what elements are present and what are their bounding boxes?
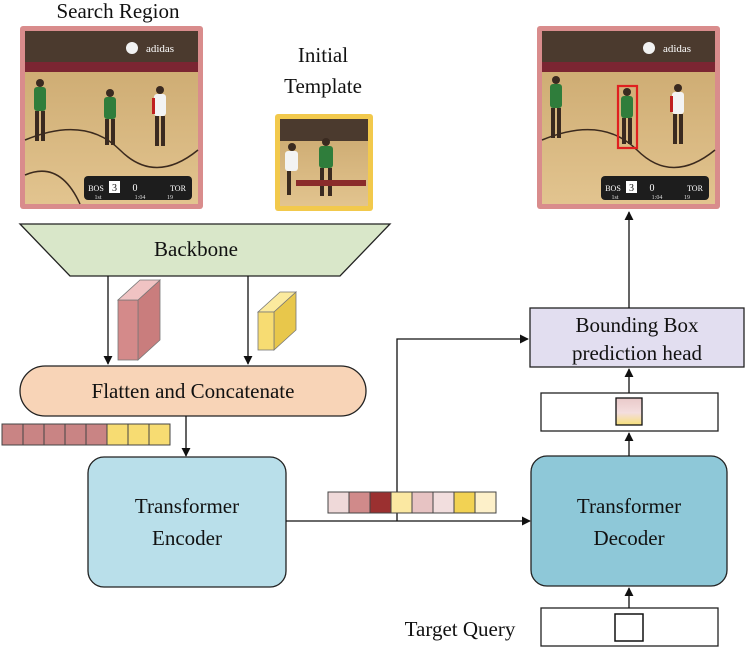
target-query-token (614, 613, 644, 642)
template-feature-cuboid (256, 291, 298, 351)
scoreboard-clock: 1:04 (135, 195, 146, 201)
decoder-label-line1: Transformer (577, 494, 681, 518)
result-scoreboard-sub: 1st (611, 195, 618, 201)
player-green-1 (34, 79, 46, 141)
result-scoreboard-score-b: 0 (650, 183, 655, 194)
template-player-white (285, 143, 298, 195)
encoder-output-token-4 (390, 491, 413, 514)
flatten-label: Flatten and Concatenate (92, 379, 295, 403)
star-logo-icon (126, 42, 138, 54)
result-scoreboard: BOS 3 0 TOR 1st 1:04 19 (601, 176, 709, 201)
backbone-block (18, 223, 392, 277)
concat-token-1 (1, 423, 24, 446)
flatten-concatenate-block (19, 365, 367, 417)
concat-token-2 (22, 423, 45, 446)
bbox-label-line1: Bounding Box (575, 313, 699, 337)
encoder-output-token-1 (327, 491, 350, 514)
target-query-label: Target Query (405, 617, 516, 641)
bbox-prediction-head-block (529, 307, 745, 368)
concat-token-6 (106, 423, 129, 446)
search-feature-cuboid (116, 279, 162, 361)
banner-text: adidas (146, 43, 174, 55)
scoreboard-score-a: 3 (112, 183, 117, 194)
template-crowd (280, 119, 368, 141)
decoder-output-token (615, 397, 643, 426)
concat-token-strip (1, 423, 171, 446)
concat-token-5 (85, 423, 108, 446)
initial-template-frame (275, 114, 373, 211)
bbox-label-line2: prediction head (572, 341, 703, 365)
transformer-decoder-block (530, 455, 728, 587)
encoder-output-token-5 (411, 491, 434, 514)
result-scoreboard-team-a: BOS (605, 184, 621, 193)
scoreboard: BOS 3 0 TOR 1st 1:04 19 (84, 176, 192, 201)
transformer-encoder-block (87, 456, 287, 588)
concat-token-8 (148, 423, 171, 446)
decoder-label-line2: Decoder (593, 526, 664, 550)
scoreboard-team-a: BOS (88, 184, 104, 193)
result-player-green-tracked (621, 88, 633, 144)
court-ad-board (25, 62, 198, 72)
player-white (152, 86, 166, 146)
search-region-label: Search Region (56, 0, 180, 23)
encoder-output-token-8 (474, 491, 497, 514)
scoreboard-sub: 1st (94, 195, 101, 201)
encoder-output-token-strip (327, 491, 497, 514)
result-player-green-1 (550, 76, 562, 138)
encoder-output-token-3 (369, 491, 392, 514)
concat-token-7 (127, 423, 150, 446)
initial-template-label-line1: Initial (298, 43, 348, 67)
court-line-arc (24, 170, 81, 205)
encoder-label-line1: Transformer (135, 494, 239, 518)
result-scoreboard-clock: 1:04 (652, 195, 663, 201)
arrow-encoder-to-bbox-head (396, 334, 529, 521)
player-green-2 (104, 89, 116, 145)
template-court-stripe (296, 180, 366, 186)
scoreboard-score-b: 0 (133, 183, 138, 194)
scoreboard-shot: 19 (167, 195, 173, 201)
result-player-white (670, 84, 684, 144)
result-banner-text: adidas (663, 43, 691, 55)
encoder-output-token-6 (432, 491, 455, 514)
backbone-label: Backbone (154, 237, 238, 261)
result-scoreboard-team-b: TOR (687, 184, 704, 193)
concat-token-4 (64, 423, 87, 446)
encoder-output-token-7 (453, 491, 476, 514)
result-scoreboard-shot: 19 (684, 195, 690, 201)
initial-template-label-line2: Template (284, 74, 362, 98)
encoder-label-line2: Encoder (152, 526, 222, 550)
search-region-frame: adidas BOS 3 0 (20, 26, 203, 209)
result-star-logo-icon (643, 42, 655, 54)
concat-token-3 (43, 423, 66, 446)
encoder-output-token-2 (348, 491, 371, 514)
result-scoreboard-score-a: 3 (629, 183, 634, 194)
result-ad-board (542, 62, 715, 72)
result-court-line (541, 128, 716, 169)
result-frame: adidas BOS 3 0 TOR 1 (537, 26, 720, 209)
predicted-bounding-box (616, 84, 639, 150)
scoreboard-team-b: TOR (170, 184, 187, 193)
court-line (24, 128, 199, 169)
